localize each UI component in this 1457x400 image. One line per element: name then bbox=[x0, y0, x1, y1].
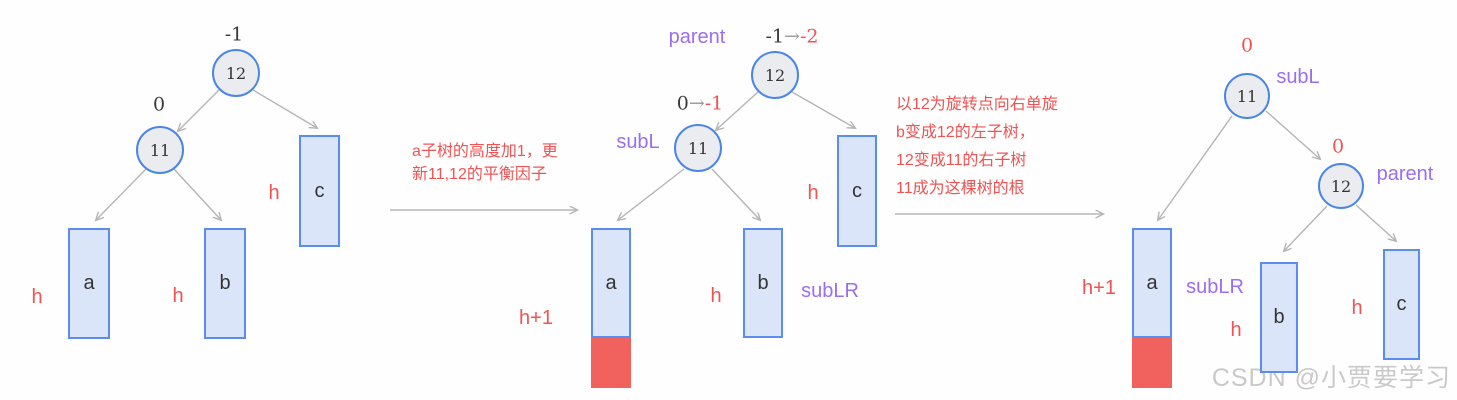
right-subtree-a-growth-block bbox=[1132, 338, 1172, 388]
node-key: 11 bbox=[149, 140, 171, 160]
edge-arrow bbox=[1355, 204, 1396, 241]
edge-arrow bbox=[1284, 205, 1328, 251]
subtree-letter: b bbox=[757, 271, 769, 294]
node-key: 12 bbox=[764, 65, 786, 85]
label-part: parent bbox=[668, 26, 726, 48]
subtree-letter: a bbox=[605, 271, 617, 294]
edge-arrow bbox=[711, 168, 760, 220]
mid-height-c: h bbox=[807, 183, 818, 203]
left-balance-11: 0 bbox=[152, 93, 166, 116]
label-part: -1 bbox=[704, 92, 724, 115]
mid-height-b: h bbox=[710, 286, 721, 306]
left-subtree-b: b bbox=[204, 228, 246, 339]
right-height-c: h bbox=[1351, 298, 1362, 318]
label-part: h bbox=[268, 182, 280, 204]
subtree-letter: c bbox=[1396, 293, 1407, 315]
mid-parent-label: parent bbox=[669, 27, 726, 47]
mid-subtree-b: b bbox=[743, 228, 783, 338]
label-part: subLR bbox=[1186, 276, 1244, 298]
label-part: → bbox=[784, 25, 800, 48]
label-part: 0 bbox=[676, 92, 689, 115]
label-part: parent bbox=[1376, 163, 1434, 185]
subtree-letter: c bbox=[852, 179, 862, 202]
annotation-line: 以12为旋转点向右单旋 bbox=[896, 96, 1058, 113]
mid-balance-12: -1→-2 bbox=[765, 25, 819, 48]
label-part: 0 bbox=[1331, 135, 1345, 158]
node-key: 12 bbox=[225, 63, 247, 83]
right-sublr-label: subLR bbox=[1186, 277, 1244, 297]
mid-subtree-a: a bbox=[591, 228, 631, 338]
label-part: subL bbox=[616, 131, 660, 153]
label-part: h bbox=[1230, 319, 1242, 341]
label-part: h+1 bbox=[519, 307, 553, 329]
subtree-letter: b bbox=[219, 272, 231, 294]
label-part: → bbox=[688, 92, 705, 115]
edge-arrow bbox=[178, 89, 220, 131]
label-part: subL bbox=[1276, 66, 1320, 88]
left-subtree-a: a bbox=[68, 228, 110, 339]
right-subtree-c: c bbox=[1383, 249, 1420, 360]
subtree-letter: b bbox=[1273, 306, 1285, 328]
edge-arrow bbox=[96, 168, 147, 220]
subtree-letter: c bbox=[314, 179, 325, 202]
left-height-b: h bbox=[172, 286, 183, 306]
mid-subtree-a-growth-block bbox=[591, 338, 631, 388]
edge-arrow bbox=[252, 89, 317, 128]
label-part: -2 bbox=[799, 25, 819, 48]
label-part: 0 bbox=[1240, 34, 1254, 57]
edge-arrow bbox=[1158, 115, 1233, 220]
annotation-line: a子树的高度加1，更 bbox=[412, 143, 558, 160]
label-part: h bbox=[710, 285, 722, 307]
left-subtree-c: c bbox=[299, 135, 340, 247]
label-part: subLR bbox=[801, 280, 859, 302]
left-node-11: 11 bbox=[136, 126, 184, 174]
csdn-watermark: CSDN @小贾要学习 bbox=[1211, 364, 1451, 392]
right-node-12: 12 bbox=[1318, 163, 1364, 209]
subtree-letter: a bbox=[83, 272, 95, 294]
mid-node-11: 11 bbox=[674, 124, 722, 172]
annotation-line: 12变成11的右子树 bbox=[896, 152, 1027, 169]
label-part: h bbox=[807, 182, 819, 204]
right-subtree-b: b bbox=[1260, 262, 1298, 373]
mid-subtree-c: c bbox=[837, 135, 877, 247]
left-node-12: 12 bbox=[212, 49, 260, 97]
label-part: h bbox=[31, 286, 43, 308]
annotation-step-1: a子树的高度加1，更新11,12的平衡因子 bbox=[412, 140, 558, 186]
label-part: h+1 bbox=[1082, 277, 1116, 299]
label-part: h bbox=[172, 285, 184, 307]
annotation-line: 新11,12的平衡因子 bbox=[412, 166, 547, 183]
mid-balance-11: 0→-1 bbox=[676, 92, 724, 115]
node-key: 12 bbox=[1330, 176, 1352, 196]
mid-subl-label: subL bbox=[616, 132, 659, 152]
left-balance-12: -1 bbox=[224, 23, 244, 46]
left-height-a: h bbox=[31, 287, 42, 307]
node-key: 11 bbox=[687, 138, 709, 158]
mid-height-a: h+1 bbox=[519, 308, 553, 328]
right-balance-12: 0 bbox=[1331, 135, 1345, 158]
annotation-line: b变成12的左子树， bbox=[896, 124, 1035, 141]
subtree-letter: a bbox=[1146, 271, 1158, 294]
mid-sublr-label: subLR bbox=[801, 281, 859, 301]
right-subl-label: subL bbox=[1276, 67, 1319, 87]
node-key: 11 bbox=[1236, 86, 1258, 106]
right-parent-label: parent bbox=[1377, 164, 1434, 184]
mid-node-12: 12 bbox=[751, 51, 799, 99]
edge-arrow bbox=[173, 168, 221, 220]
label-part: -1 bbox=[224, 23, 244, 46]
right-subtree-a: a bbox=[1132, 228, 1172, 338]
left-height-c: h bbox=[268, 183, 279, 203]
label-part: h bbox=[1351, 297, 1363, 319]
edge-arrow bbox=[1265, 110, 1320, 159]
right-node-11: 11 bbox=[1224, 73, 1270, 119]
annotation-step-2: 以12为旋转点向右单旋 b变成12的左子树， 12变成11的右子树 11成为这棵树的根 bbox=[896, 91, 1058, 203]
right-balance-11: 0 bbox=[1240, 34, 1254, 57]
label-part: 0 bbox=[152, 93, 166, 116]
right-height-b: h bbox=[1230, 320, 1241, 340]
edge-arrow bbox=[618, 168, 685, 220]
label-part: -1 bbox=[765, 25, 785, 48]
edge-arrow bbox=[791, 91, 855, 128]
annotation-line: 11成为这棵树的根 bbox=[896, 180, 1025, 197]
right-height-a: h+1 bbox=[1082, 278, 1116, 298]
